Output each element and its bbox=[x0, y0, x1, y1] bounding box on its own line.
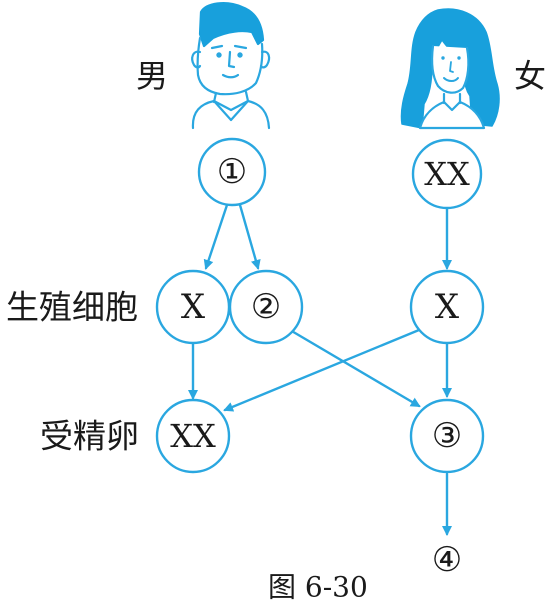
inheritance-arrows bbox=[188, 203, 452, 536]
male-label: 男 bbox=[136, 57, 168, 95]
female-germ-x-circle bbox=[409, 269, 485, 345]
arrow-male-to-germ-x bbox=[203, 203, 229, 270]
arrow-female-x-to-zygote-xx bbox=[223, 328, 421, 412]
zygote-xx-label: XX bbox=[170, 417, 216, 455]
arrow-male-to-germ-2 bbox=[238, 203, 261, 270]
male-chromosomes-circle bbox=[197, 137, 267, 207]
female-chromosomes-label: XX bbox=[424, 155, 470, 193]
female-chromosomes-circle bbox=[411, 138, 483, 210]
male-chromosomes-label: ① bbox=[217, 152, 247, 192]
zygote-xx-circle bbox=[155, 398, 231, 474]
male-germ-2-circle bbox=[228, 269, 304, 345]
male-germ-2-label: ② bbox=[251, 287, 281, 327]
offspring-label: ④ bbox=[432, 540, 462, 580]
male-germ-x-label: X bbox=[181, 287, 206, 327]
female-germ-x-label: X bbox=[435, 287, 460, 327]
germ-cells-label: 生殖细胞 bbox=[6, 288, 138, 327]
fertilized-egg-label: 受精卵 bbox=[40, 417, 139, 456]
female-figure-icon bbox=[400, 8, 500, 130]
arrow-germ-2-to-zygote-3 bbox=[288, 328, 421, 408]
female-label: 女 bbox=[514, 57, 546, 95]
zygote-3-circle bbox=[409, 398, 485, 474]
figure-caption: 图 6-30 bbox=[268, 571, 368, 604]
male-figure-icon bbox=[191, 2, 271, 130]
zygote-3-label: ③ bbox=[432, 416, 462, 456]
